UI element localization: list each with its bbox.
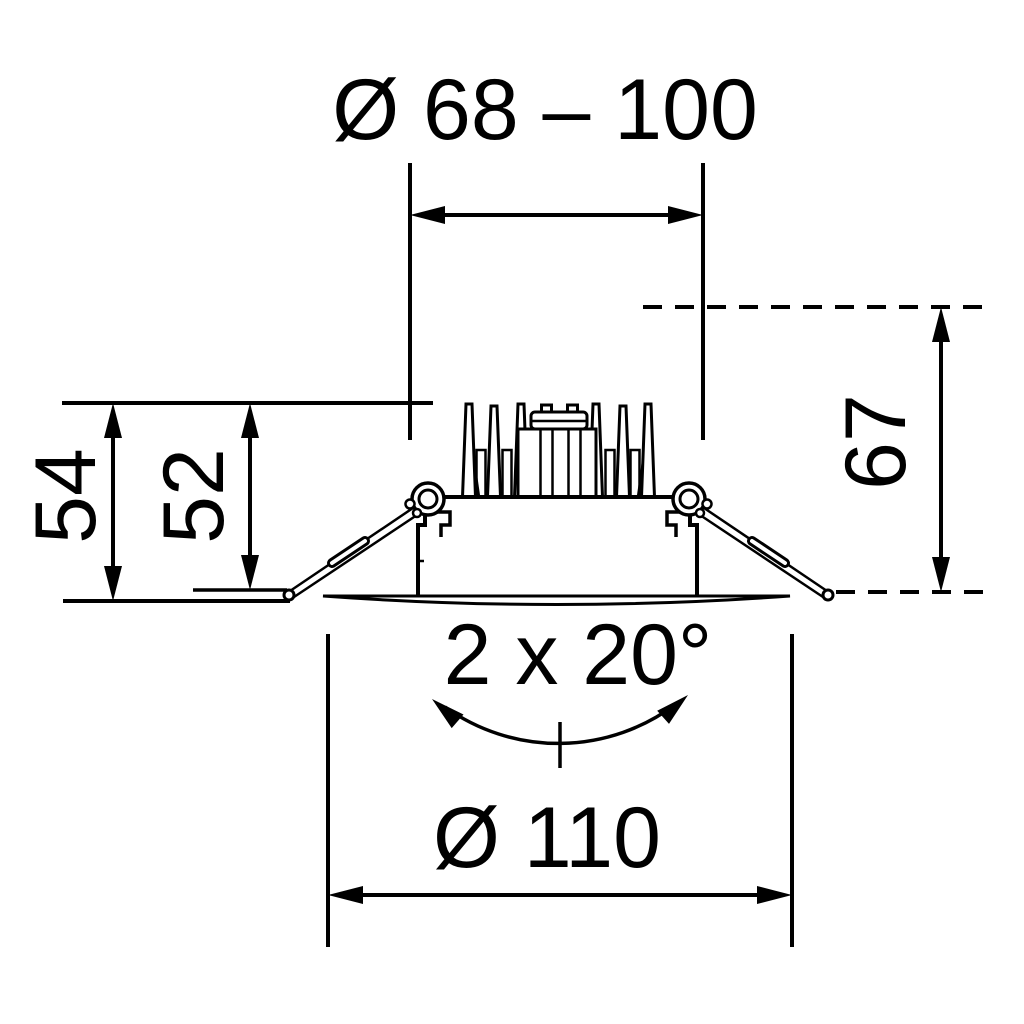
spring-arm-wire [293,513,418,599]
heatsink-fin [639,402,657,499]
spring-coil-inner [417,488,439,510]
spring-arm-tip-loop [282,588,296,602]
heatsink-shadow [637,453,643,495]
trim-diameter-label: Ø 110 [433,790,661,886]
spring-wire-end [701,498,713,510]
spring-coil-inner [678,488,700,510]
trim-ring-flange [322,594,791,606]
heatsink-shadow [474,453,480,495]
height52-label: 52 [146,448,242,544]
spring-wire-end [404,498,416,510]
height54-label: 54 [18,448,114,544]
heatsink [460,402,657,499]
arrowhead-left-icon [328,886,363,904]
spring-clip-left [282,481,446,602]
arrowhead-up-icon [932,307,950,342]
housing-body [416,495,699,596]
heatsink-fin [614,404,632,499]
luminaire-cross-section [282,402,835,606]
arrowhead-down-icon [104,566,122,601]
dim-tilt-angle: 2 x 20° [432,607,712,768]
arrowhead-arc-left-icon [432,699,464,729]
heatsink-fin [485,404,503,499]
tilt-angle-label: 2 x 20° [444,607,713,703]
heatsink-fin-short [604,448,616,499]
heatsink-fin-short [501,448,513,499]
arrowhead-right-icon [757,886,792,904]
arrowhead-down-icon [241,555,259,590]
arrowhead-arc-right-icon [657,695,688,724]
spring-arm-wire [699,513,824,599]
heatsink-fin [460,402,478,499]
spring-wire-end [411,507,423,519]
cutout-diameter-label: Ø 68 – 100 [332,62,758,158]
spring-arm-tip-loop [821,588,835,602]
arrowhead-up-icon [241,403,259,438]
arrowhead-up-icon [104,403,122,438]
arrowhead-right-icon [668,206,703,224]
dim-trim-diameter: Ø 110 [326,634,794,947]
arrowhead-down-icon [932,557,950,592]
dim-left-heights: 54 52 [18,401,433,603]
dim-height-above-ceiling: 67 [643,305,990,594]
spring-clip-right [671,481,835,602]
arrowhead-left-icon [410,206,445,224]
dim-cutout-diameter: Ø 68 – 100 [332,62,758,440]
height67-label: 67 [828,394,924,490]
spring-arm-sleeve-inner [330,539,367,565]
spring-arm-sleeve-inner [750,539,787,565]
spring-wire-end [694,507,706,519]
heatsink-core-block [516,427,598,499]
